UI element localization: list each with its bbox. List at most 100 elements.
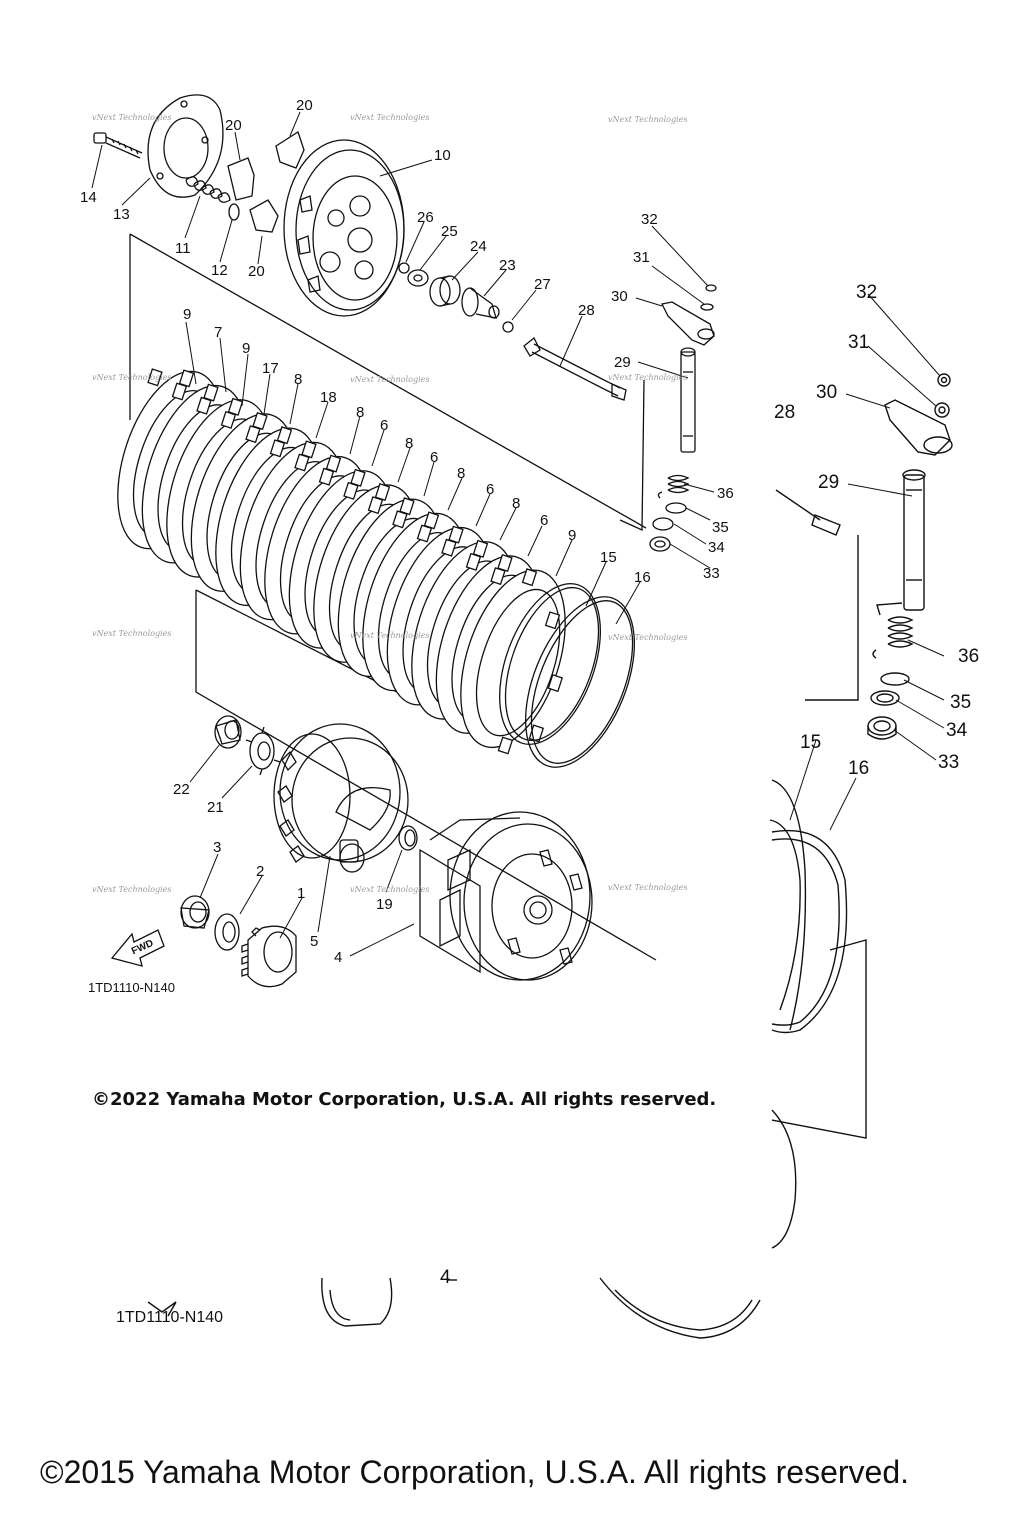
callout-rear-29: 29 xyxy=(818,472,839,493)
part-5-boss xyxy=(273,723,409,873)
callouts-front: 20 20 10 14 13 11 12 20 26 25 24 23 27 2… xyxy=(80,97,734,966)
part-25-washer xyxy=(407,269,429,287)
part-3-nut xyxy=(180,895,210,929)
callout-20a: 20 xyxy=(296,97,313,114)
watermark-4: vNext Technologies xyxy=(92,373,171,382)
callout-rear-30: 30 xyxy=(816,382,837,403)
callout-10: 10 xyxy=(434,147,451,164)
part-22-nut xyxy=(214,715,242,749)
copyright-2015: ©2015 Yamaha Motor Corporation, U.S.A. A… xyxy=(40,1454,910,1490)
callouts-rear: 32 31 30 28 29 36 35 34 33 15 16 4 xyxy=(440,282,979,1288)
callout-20b: 20 xyxy=(225,117,242,134)
watermark-5: vNext Technologies xyxy=(350,375,429,384)
watermarks: vNext Technologies vNext Technologies vN… xyxy=(92,113,687,894)
watermark-3: vNext Technologies xyxy=(608,115,687,124)
callout-9a: 9 xyxy=(183,306,191,323)
callout-2: 2 xyxy=(256,863,264,880)
callout-rear-33: 33 xyxy=(938,752,959,773)
watermark-11: vNext Technologies xyxy=(350,885,429,894)
callout-24: 24 xyxy=(470,238,487,255)
callout-32: 32 xyxy=(641,211,658,228)
callout-7: 7 xyxy=(214,324,222,341)
callout-rear-34: 34 xyxy=(946,720,968,741)
part-11-spring xyxy=(185,176,231,203)
callout-12: 12 xyxy=(211,262,228,279)
part-2-washer xyxy=(214,913,240,951)
part-4-housing xyxy=(419,811,593,981)
callout-9c: 9 xyxy=(568,527,576,544)
callout-29: 29 xyxy=(614,354,631,371)
callout-28: 28 xyxy=(578,302,595,319)
callout-14: 14 xyxy=(80,189,97,206)
part-28-rod xyxy=(523,336,627,401)
callout-8d: 8 xyxy=(457,465,465,482)
copyright-2022: ©2022 Yamaha Motor Corporation, U.S.A. A… xyxy=(92,1089,717,1110)
part-20-pad-a xyxy=(275,131,305,169)
part-23-pushrod xyxy=(461,287,500,319)
callout-21: 21 xyxy=(207,799,224,816)
callout-5: 5 xyxy=(310,933,318,950)
callout-25: 25 xyxy=(441,223,458,240)
callout-rear-4: 4 xyxy=(440,1267,451,1288)
callout-8c: 8 xyxy=(405,435,413,452)
callout-6c: 6 xyxy=(486,481,494,498)
callout-19: 19 xyxy=(376,896,393,913)
rear-rings xyxy=(769,779,867,1249)
callout-rear-15: 15 xyxy=(800,732,821,753)
callout-8a: 8 xyxy=(294,371,302,388)
callout-4: 4 xyxy=(334,949,342,966)
part-27-ball xyxy=(502,321,514,333)
callout-rear-36: 36 xyxy=(958,646,979,667)
callout-rear-28: 28 xyxy=(774,402,795,423)
watermark-12: vNext Technologies xyxy=(608,883,687,892)
callout-26: 26 xyxy=(417,209,434,226)
callout-20c: 20 xyxy=(248,263,265,280)
callout-3: 3 xyxy=(213,839,221,856)
callout-35: 35 xyxy=(712,519,729,536)
callout-30: 30 xyxy=(611,288,628,305)
watermark-7: vNext Technologies xyxy=(92,629,171,638)
callout-rear-32: 32 xyxy=(856,282,877,303)
callout-27: 27 xyxy=(534,276,551,293)
callout-13: 13 xyxy=(113,206,130,223)
part-24-bearing xyxy=(429,275,461,307)
watermark-1: vNext Technologies xyxy=(92,113,171,122)
part-21-lockwasher xyxy=(245,726,281,776)
part-20-pad-c xyxy=(249,199,279,233)
callout-rear-31: 31 xyxy=(848,332,869,353)
guide-line-top xyxy=(129,233,647,529)
watermark-10: vNext Technologies xyxy=(92,885,171,894)
front-diagram-layer xyxy=(91,94,945,988)
callout-8b: 8 xyxy=(356,404,364,421)
part-10-pressure-plate xyxy=(283,139,405,317)
watermark-9: vNext Technologies xyxy=(608,633,687,642)
part-14-bolt xyxy=(93,132,143,159)
callout-18: 18 xyxy=(320,389,337,406)
callout-6a: 6 xyxy=(380,417,388,434)
part-1-gear xyxy=(241,925,297,988)
rear-shift-shaft xyxy=(775,373,953,740)
callout-rear-35: 35 xyxy=(950,692,971,713)
callout-15: 15 xyxy=(600,549,617,566)
callout-31: 31 xyxy=(633,249,650,266)
watermark-2: vNext Technologies xyxy=(350,113,429,122)
watermark-6: vNext Technologies xyxy=(608,373,687,382)
callout-33: 33 xyxy=(703,565,720,582)
fwd-arrow-icon xyxy=(110,929,165,967)
part-12-washer xyxy=(228,203,240,221)
drawing-code-rear: 1TD1110-N140 xyxy=(116,1309,223,1326)
callout-34: 34 xyxy=(708,539,725,556)
part-29-shaft xyxy=(619,284,717,552)
callout-36: 36 xyxy=(717,485,734,502)
callout-rear-16: 16 xyxy=(848,758,869,779)
part-19-washer xyxy=(398,825,418,851)
part-26-washer xyxy=(398,262,410,274)
part-15-16-rings xyxy=(499,582,636,768)
callout-11: 11 xyxy=(175,240,191,257)
callout-9b: 9 xyxy=(242,340,250,357)
rear-lower-remnants xyxy=(147,1277,761,1339)
callout-1: 1 xyxy=(297,885,305,902)
callout-8e: 8 xyxy=(512,495,520,512)
